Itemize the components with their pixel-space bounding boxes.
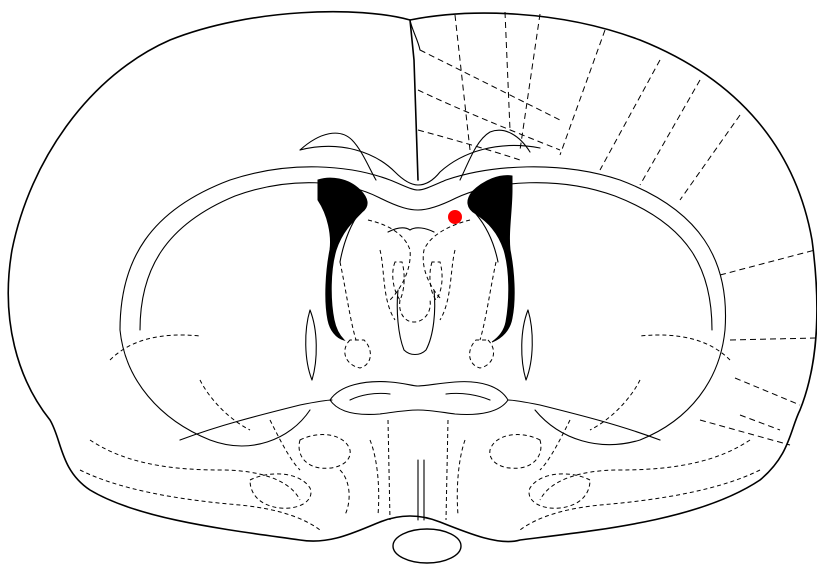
- fimbria-right: [522, 310, 533, 380]
- anterior-commissure: [330, 382, 508, 415]
- septal-nuclei: [340, 220, 496, 340]
- anterior-commissure-inner: [350, 393, 490, 400]
- brain-outline: [8, 12, 817, 542]
- striatum-right-boundary: [535, 330, 725, 445]
- fimbria-left: [306, 310, 317, 380]
- internal-capsule-left: [180, 400, 332, 440]
- lateral-ventricle-right: [468, 176, 514, 342]
- corpus-callosum-outer: [120, 167, 726, 330]
- cingulum-right: [460, 130, 530, 180]
- lateral-ventricle-left: [318, 178, 367, 340]
- corpus-callosum-inner: [140, 183, 712, 330]
- cortical-area-boundaries: [418, 12, 815, 445]
- injection-site-marker: [448, 210, 462, 224]
- internal-capsule-right: [508, 400, 660, 440]
- longitudinal-fissure: [410, 20, 418, 180]
- optic-chiasm: [393, 529, 461, 563]
- ventral-nuclei: [80, 335, 760, 530]
